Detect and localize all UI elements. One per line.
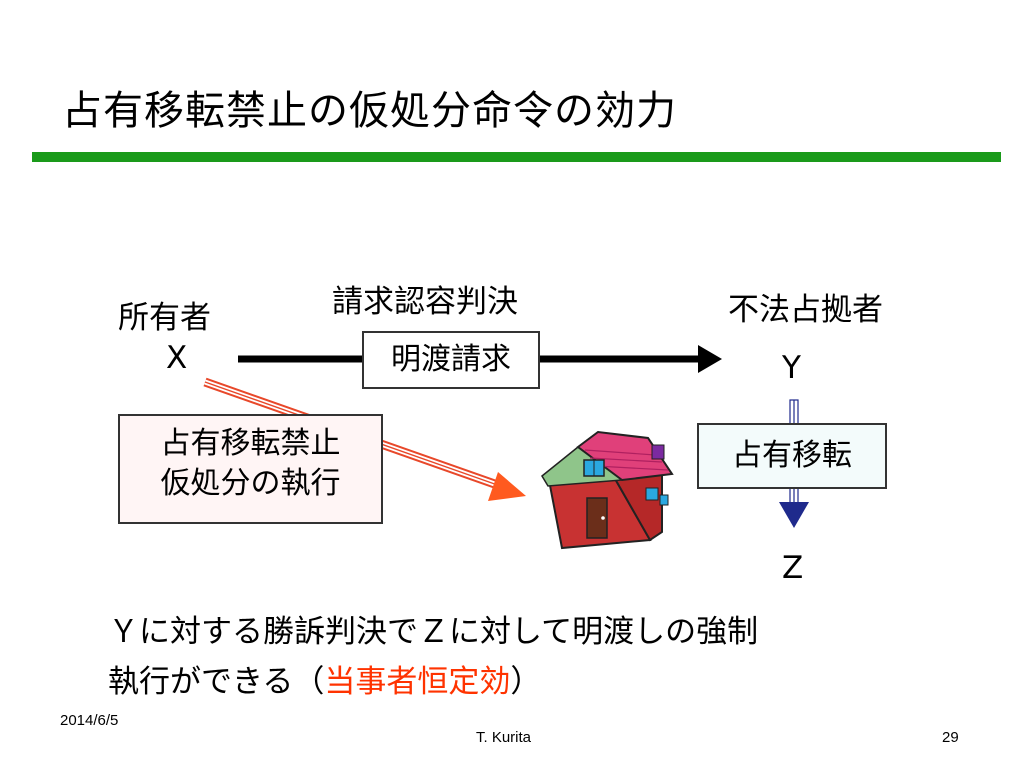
slide-title: 占有移転禁止の仮処分命令の効力 [62,88,677,134]
house-icon [541,430,674,550]
footnote-line1: Ｙに対する勝訴判決でＺに対して明渡しの強制 [108,614,759,650]
injunction-box-line1: 占有移転禁止 [160,426,341,461]
owner-letter: X [166,340,188,376]
demand-arrow-head [698,345,722,373]
injunction-box-line2: 仮処分の執行 [160,466,341,501]
footnote-suffix: ） [510,664,542,700]
transfer-box: 占有移転 [697,423,887,489]
footnote-prefix: 執行ができる（ [108,664,325,700]
footer-page-number: 29 [942,729,959,746]
transferee-letter: Z [782,550,804,586]
footnote-highlight: 当事者恒定効 [324,664,511,700]
footer-author: T. Kurita [476,729,532,746]
occupier-label: 不法占拠者 [728,292,883,328]
footer-date: 2014/6/5 [60,712,119,729]
judgment-label: 請求認容判決 [332,284,518,320]
owner-label: 所有者 [118,300,211,336]
injunction-box: 占有移転禁止 仮処分の執行 [118,414,383,524]
footnote: Ｙに対する勝訴判決でＺに対して明渡しの強制 執行ができる（当事者恒定効） [108,607,758,707]
footnote-line2: 執行ができる（当事者恒定効） [108,657,758,707]
occupier-letter: Y [782,350,801,386]
demand-box: 明渡請求 [362,331,540,389]
title-underline [32,152,1001,162]
